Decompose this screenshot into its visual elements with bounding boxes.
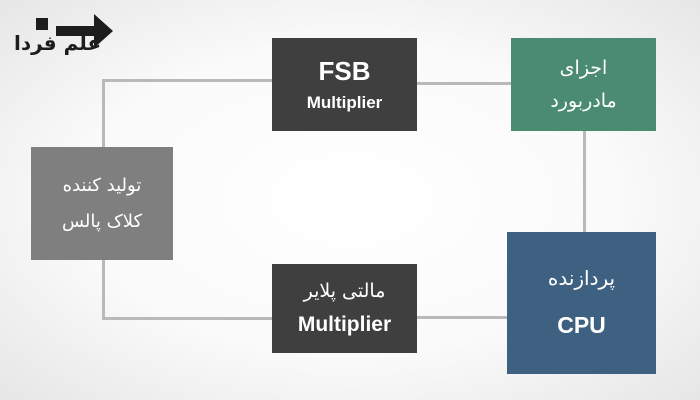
multiplier-box: مالتی پلایر Multiplier xyxy=(272,264,417,353)
connector-clock-up xyxy=(102,79,105,147)
motherboard-components-box: اجزای مادربورد xyxy=(511,38,656,131)
multiplier-label-en: Multiplier xyxy=(297,313,392,337)
connector-fsb-to-motherboard xyxy=(416,82,512,85)
cpu-label-fa: پردازنده xyxy=(547,266,616,291)
clock-generator-box: تولید کننده کلاک پالس xyxy=(31,147,173,260)
fsb-multiplier-box: FSB Multiplier xyxy=(272,38,417,131)
clock-label-line1: تولید کننده xyxy=(62,174,142,196)
arrow-right-icon xyxy=(36,14,113,48)
motherboard-label-line1: اجزای xyxy=(559,56,608,79)
cpu-label-en: CPU xyxy=(557,312,606,339)
fsb-label: FSB xyxy=(318,55,371,86)
motherboard-label-line2: مادربورد xyxy=(550,89,617,112)
connector-clock-to-fsb xyxy=(102,79,274,82)
multiplier-label-fa: مالتی پلایر xyxy=(303,279,386,302)
logo: علم فردا xyxy=(6,4,116,64)
logo-text: علم فردا xyxy=(14,31,102,55)
connector-motherboard-to-cpu xyxy=(583,131,586,233)
clock-label-line2: کلاک پالس xyxy=(61,210,143,232)
fsb-multiplier-label: Multiplier xyxy=(306,92,383,112)
connector-clock-to-multiplier xyxy=(102,317,274,320)
connector-multiplier-to-cpu xyxy=(416,316,508,319)
connector-clock-down xyxy=(102,260,105,320)
cpu-box: پردازنده CPU xyxy=(507,232,656,374)
